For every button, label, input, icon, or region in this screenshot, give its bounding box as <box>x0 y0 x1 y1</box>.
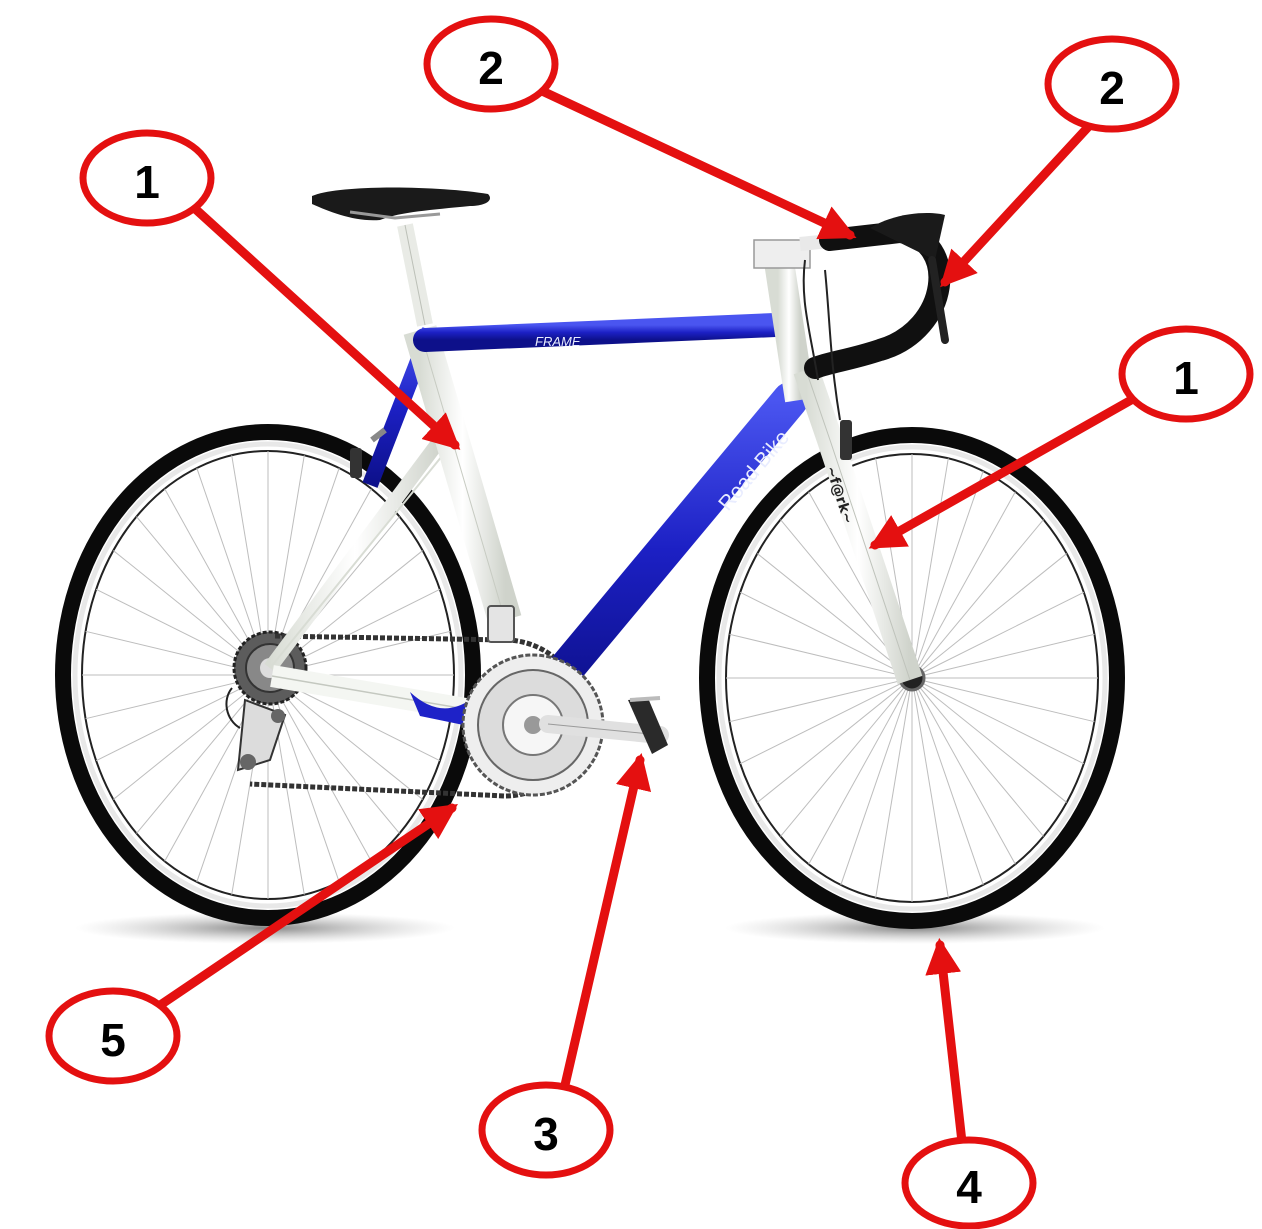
arrow-handlebar-left <box>540 90 850 235</box>
wheel-spoke <box>841 678 912 885</box>
callout-handlebar-left-label: 2 <box>478 42 504 94</box>
arrow-fork <box>875 395 1140 545</box>
callout-chain: 5 <box>49 991 177 1081</box>
top-tube: FRAME <box>425 325 775 349</box>
down-tube: Road Bike <box>540 400 794 700</box>
arrow-handlebar-right <box>945 125 1090 282</box>
front-derailleur <box>488 606 514 642</box>
callout-circles: 1 2 2 1 3 4 5 <box>49 19 1250 1226</box>
callout-fork-label: 1 <box>1173 352 1199 404</box>
callout-pedal-label: 3 <box>533 1108 559 1160</box>
callout-frame: 1 <box>83 133 211 223</box>
callout-chain-label: 5 <box>100 1014 126 1066</box>
wheel-spoke <box>912 520 1044 678</box>
saddle <box>312 188 490 326</box>
callout-tire: 4 <box>905 1140 1033 1226</box>
callout-handlebar-left: 2 <box>427 19 555 109</box>
wheel-spoke <box>912 678 1084 764</box>
callout-handlebar-right-label: 2 <box>1099 62 1125 114</box>
front-fork: ~f@rk~ <box>806 370 910 680</box>
callout-tire-label: 4 <box>956 1161 982 1213</box>
callout-pedal: 3 <box>482 1085 610 1175</box>
wheel-spoke <box>740 678 912 764</box>
arrow-pedal <box>565 760 640 1085</box>
arrow-tire <box>940 945 962 1142</box>
callout-arrows <box>150 90 1140 1142</box>
wheel-spoke <box>268 675 339 882</box>
wheel-spoke <box>912 592 1084 678</box>
frame-label: FRAME <box>535 334 581 349</box>
wheel-spoke <box>912 678 1044 836</box>
callout-handlebar-right: 2 <box>1048 39 1176 129</box>
wheel-spoke <box>912 678 983 885</box>
callout-frame-label: 1 <box>134 156 160 208</box>
crankset <box>463 655 660 795</box>
callout-fork: 1 <box>1122 329 1250 419</box>
wheel-spoke <box>780 678 912 836</box>
